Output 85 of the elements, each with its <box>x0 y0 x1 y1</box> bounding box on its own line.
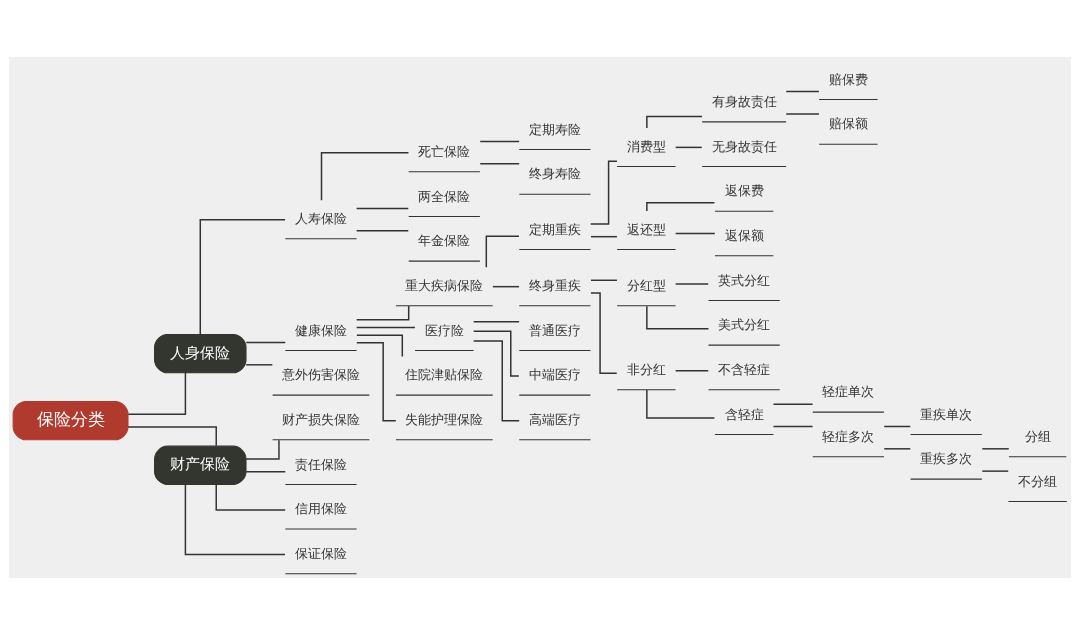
connector <box>590 235 618 237</box>
node-text: 普通医疗 <box>528 322 581 338</box>
node-text: 轻症多次 <box>822 428 875 444</box>
node-text: 终身重疾 <box>528 277 581 293</box>
connector <box>320 151 410 201</box>
connector <box>245 341 286 343</box>
node-text: 两全保险 <box>418 188 471 204</box>
node-text: 返还型 <box>626 221 666 237</box>
node-text: 医疗险 <box>424 322 464 338</box>
node-text: 定期重疾 <box>528 221 581 237</box>
connector <box>356 341 397 421</box>
connector <box>485 234 520 268</box>
connector <box>356 333 404 357</box>
node-text: 分组 <box>1024 428 1051 444</box>
connector <box>479 162 520 165</box>
connector <box>127 425 217 446</box>
node-text: 年金保险 <box>418 232 471 248</box>
node-box: 财产保险 <box>154 445 247 485</box>
connector <box>215 483 286 511</box>
node-text: 赔保额 <box>828 115 868 131</box>
connector <box>883 447 912 450</box>
connector <box>646 388 716 419</box>
node-text: 失能护理保险 <box>405 411 484 427</box>
connector <box>245 438 280 460</box>
node-text: 美式分红 <box>718 316 771 332</box>
node-text: 重疾多次 <box>920 450 973 466</box>
connector <box>472 339 520 421</box>
connector <box>674 146 703 148</box>
connector <box>589 159 618 225</box>
connector <box>355 304 410 321</box>
node-text: 不含轻症 <box>718 361 771 377</box>
node-text: 不分组 <box>1018 473 1058 489</box>
node-text: 保证保险 <box>294 545 347 561</box>
connector <box>245 470 286 472</box>
node-text: 信用保险 <box>294 500 347 516</box>
node-text: 轻症单次 <box>822 383 875 399</box>
node-text: 返保额 <box>724 227 764 243</box>
node-text: 终身寿险 <box>528 165 581 181</box>
node-text: 健康保险 <box>294 322 347 338</box>
node-text: 消费型 <box>626 138 666 154</box>
node-text: 住院津贴保险 <box>405 366 484 382</box>
node-text: 含轻症 <box>724 406 764 422</box>
node-text: 意外伤害保险 <box>281 366 360 382</box>
node-text: 有身故责任 <box>711 93 777 109</box>
connector <box>479 140 520 142</box>
node-text: 人寿保险 <box>294 210 347 226</box>
node-text: 定期寿险 <box>528 121 581 137</box>
connector <box>127 371 187 415</box>
connector <box>785 90 820 92</box>
node-text: 中端医疗 <box>528 366 581 382</box>
node-box: 保险分类 <box>12 400 129 440</box>
connector <box>590 279 618 281</box>
connector <box>355 207 410 209</box>
node-box: 人身保险 <box>154 333 247 373</box>
connector <box>646 304 710 329</box>
node-text: 高端医疗 <box>528 411 581 427</box>
connector <box>981 469 1009 472</box>
node-text: 非分红 <box>626 361 666 377</box>
connector <box>245 363 274 366</box>
node-text: 重疾单次 <box>920 406 973 422</box>
connector <box>184 483 286 555</box>
node-text: 返保费 <box>724 182 764 198</box>
connector <box>674 369 709 371</box>
connector <box>590 291 618 374</box>
connector <box>883 425 912 427</box>
node-text: 英式分红 <box>718 272 771 288</box>
node-text: 无身故责任 <box>711 138 777 154</box>
node-text: 责任保险 <box>294 456 347 472</box>
connector <box>674 232 716 234</box>
connector <box>492 285 520 287</box>
connector <box>785 112 820 115</box>
connector <box>772 402 814 405</box>
connector <box>472 330 520 377</box>
connector <box>355 326 416 328</box>
node-text: 死亡保险 <box>418 143 471 159</box>
node-text: 财产损失保险 <box>281 411 360 427</box>
connector <box>199 218 286 335</box>
connector <box>472 320 520 322</box>
connector <box>981 447 1010 450</box>
connector <box>674 282 709 285</box>
node-text: 赔保费 <box>828 71 868 87</box>
connector <box>772 425 814 427</box>
connector <box>355 229 410 232</box>
node-text: 分红型 <box>626 277 666 293</box>
node-text: 重大疾病保险 <box>405 277 484 293</box>
